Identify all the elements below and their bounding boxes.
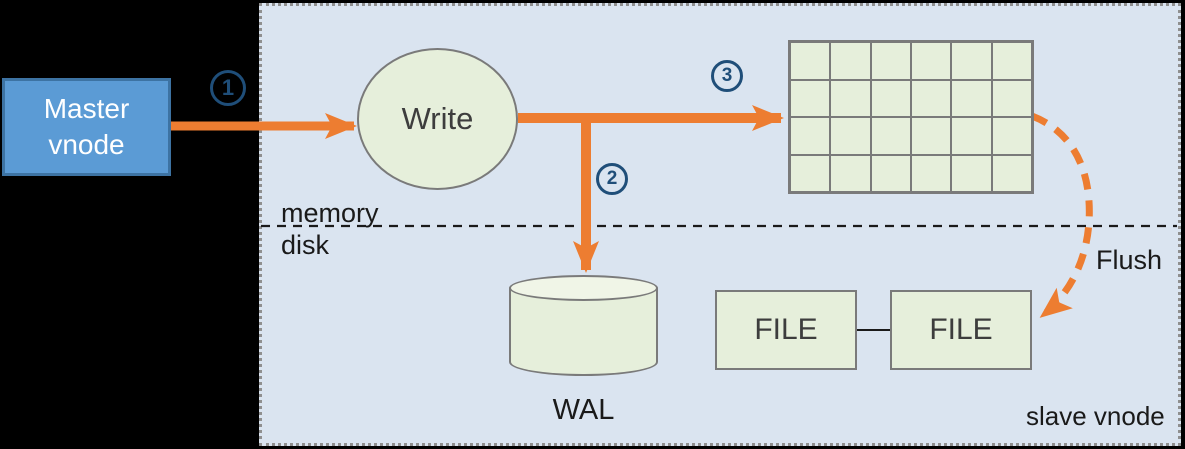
memtable-cell bbox=[910, 117, 952, 155]
memtable-cell bbox=[830, 154, 871, 192]
step-1-number: 1 bbox=[221, 75, 235, 100]
file-box-2: FILE bbox=[890, 290, 1032, 370]
memory-label: memory bbox=[281, 198, 379, 228]
wal-cylinder-body bbox=[509, 288, 658, 376]
file-box-2-label: FILE bbox=[929, 313, 993, 346]
memtable-cell bbox=[951, 42, 992, 80]
memtable-cell bbox=[790, 117, 831, 155]
step-2-number: 2 bbox=[606, 168, 618, 189]
flush-label: Flush bbox=[1096, 245, 1163, 275]
memtable-cell bbox=[991, 79, 1032, 117]
step-badge-1: 1 bbox=[210, 70, 246, 106]
step-3-number: 3 bbox=[721, 65, 733, 86]
memtable-cell bbox=[910, 42, 952, 80]
wal-cylinder-top bbox=[509, 275, 658, 301]
memtable-grid bbox=[788, 40, 1034, 194]
disk-label: disk bbox=[281, 230, 330, 260]
step-badge-2: 2 bbox=[596, 163, 628, 195]
step-badge-3: 3 bbox=[711, 60, 743, 92]
master-vnode-label: Master vnode bbox=[43, 92, 130, 160]
memtable-cell bbox=[830, 117, 871, 155]
master-vnode-box: Master vnode bbox=[2, 78, 171, 176]
memtable-cell bbox=[870, 154, 911, 192]
memtable-cell bbox=[870, 42, 911, 80]
memtable-cell bbox=[790, 42, 831, 80]
wal-cylinder bbox=[509, 275, 658, 377]
memtable-cell bbox=[910, 79, 952, 117]
memtable-cell bbox=[790, 154, 831, 192]
memtable-cell bbox=[991, 117, 1032, 155]
file-box-1-label: FILE bbox=[754, 313, 818, 346]
memtable-cell bbox=[870, 79, 911, 117]
write-node: Write bbox=[357, 48, 518, 190]
memtable-cell bbox=[951, 117, 992, 155]
memtable-cell bbox=[790, 79, 831, 117]
memtable-cell bbox=[991, 42, 1032, 80]
memtable-cell bbox=[991, 154, 1032, 192]
memtable-cell bbox=[870, 117, 911, 155]
memtable-cell bbox=[830, 79, 871, 117]
memtable-cell bbox=[910, 154, 952, 192]
write-node-label: Write bbox=[401, 101, 474, 136]
memtable-cell bbox=[830, 42, 871, 80]
slave-vnode-label: slave vnode bbox=[1026, 401, 1165, 431]
memtable-cell bbox=[951, 79, 992, 117]
wal-label: WAL bbox=[552, 394, 615, 426]
memtable-cell bbox=[951, 154, 992, 192]
file-box-1: FILE bbox=[715, 290, 857, 370]
